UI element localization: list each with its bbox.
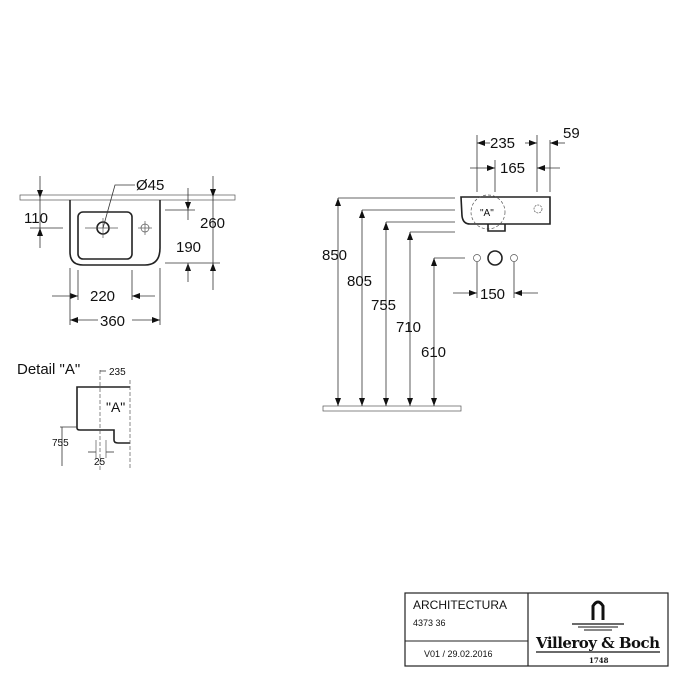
detail-title: Detail "A": [17, 361, 80, 378]
drain-pipe: [487, 250, 503, 266]
top-view: Ø45 110 260 190 220 360: [19, 176, 236, 330]
dim-150: 150: [480, 286, 505, 303]
detail-dim-235: 235: [109, 367, 126, 378]
brand-name: Villeroy & Boch: [535, 634, 660, 652]
dim-360: 360: [100, 313, 125, 330]
marker-a: "A": [480, 208, 494, 219]
bowl-outline: [77, 211, 133, 260]
dim-220: 220: [90, 288, 115, 305]
floor-strip: [322, 405, 462, 412]
version-date: V01 / 29.02.2016: [424, 649, 493, 659]
detail-dim-755: 755: [52, 438, 69, 449]
dim-235: 235: [490, 135, 515, 152]
dim-260: 260: [200, 215, 225, 232]
basin-outline: [69, 200, 161, 266]
dim-755: 755: [371, 297, 396, 314]
side-view: "A" 235 59 165 150 850 805 755 710 610: [322, 125, 580, 412]
detail-marker-a: "A": [106, 399, 125, 415]
wall-strip: [19, 194, 236, 201]
dim-165: 165: [500, 160, 525, 177]
series-name: ARCHITECTURA: [413, 598, 507, 612]
dim-59: 59: [563, 125, 580, 142]
dim-850: 850: [322, 247, 347, 264]
brand-year: 1748: [589, 656, 609, 665]
dim-110: 110: [24, 210, 48, 227]
dim-610: 610: [421, 344, 446, 361]
dim-710: 710: [396, 319, 421, 336]
detail-a: Detail "A" 235 "A" 755 25: [17, 361, 131, 470]
detail-dim-25: 25: [94, 457, 106, 468]
dim-805: 805: [347, 273, 372, 290]
title-block: ARCHITECTURA 4373 36 V01 / 29.02.2016 Vi…: [404, 592, 669, 667]
dim-190: 190: [176, 239, 201, 256]
article-number: 4373 36: [413, 618, 446, 628]
dim-diameter: Ø45: [136, 177, 164, 194]
basin-side: [460, 196, 551, 225]
brand-logo: Villeroy & Boch 1748: [535, 600, 660, 665]
